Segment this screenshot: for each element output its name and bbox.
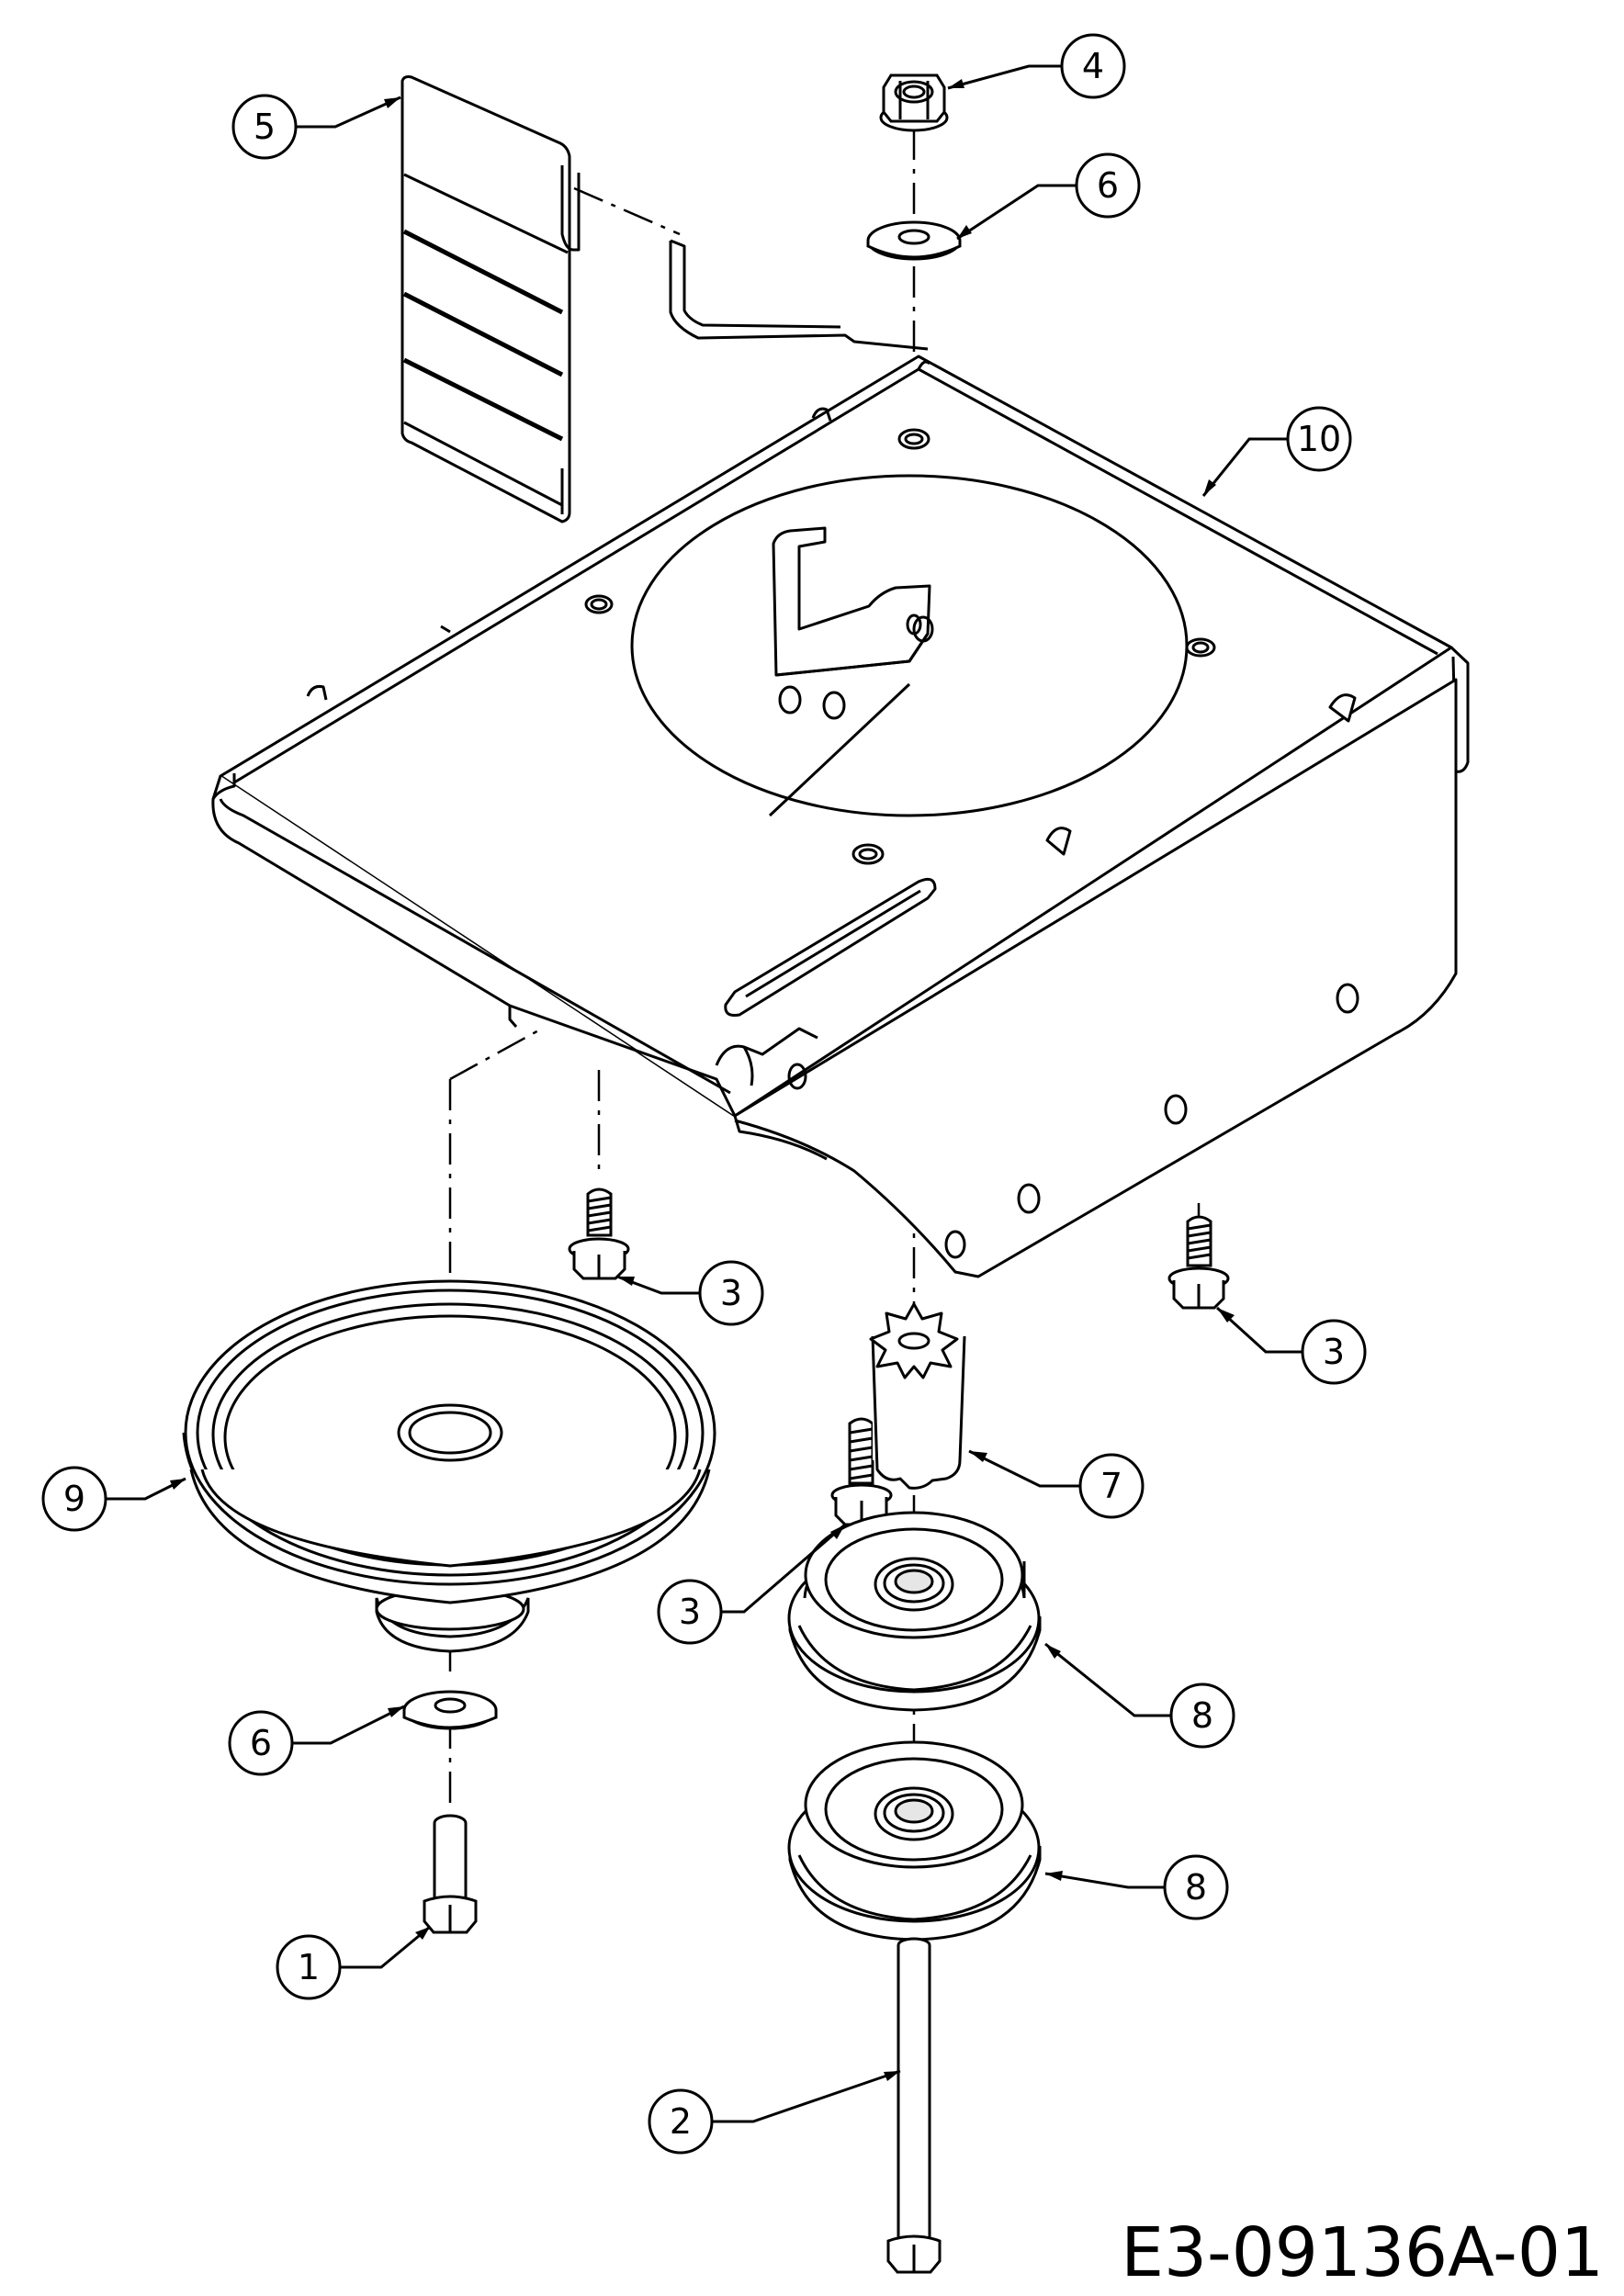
part-5-bracket-plate	[400, 75, 581, 523]
part-8-idler-pulley-upper	[787, 1511, 1042, 1712]
callout-4: 4	[947, 33, 1126, 99]
part-10-deck-housing	[211, 239, 1470, 1278]
callout-3b-label: 3	[1323, 1332, 1345, 1372]
callout-8b: 8	[1044, 1854, 1229, 1920]
callout-3b: 3	[1215, 1306, 1367, 1385]
callout-3c-label: 3	[679, 1592, 701, 1632]
callout-6a: 6	[956, 152, 1141, 241]
callout-1-label: 1	[298, 1947, 320, 1987]
part-6-washer-bottom	[402, 1690, 498, 1730]
callout-6b-label: 6	[250, 1723, 272, 1763]
part-8-idler-pulley-lower	[787, 1740, 1042, 1941]
callout-9-label: 9	[63, 1479, 85, 1519]
part-4-flange-nut	[879, 73, 949, 132]
callout-1: 1	[276, 1925, 431, 2000]
part-6-washer-top	[866, 220, 962, 261]
callout-5: 5	[231, 94, 401, 160]
callout-9: 9	[41, 1466, 186, 1532]
callout-2-label: 2	[670, 2101, 692, 2142]
callout-10: 10	[1201, 406, 1352, 497]
callout-5-label: 5	[254, 107, 276, 147]
callout-3a-label: 3	[720, 1273, 742, 1313]
part-1-shoulder-bolt	[423, 1814, 478, 1934]
callout-8b-label: 8	[1185, 1867, 1207, 1908]
callout-2: 2	[648, 2069, 901, 2155]
callout-6a-label: 6	[1097, 165, 1119, 206]
callout-8a: 8	[1044, 1642, 1235, 1749]
part-9-large-pulley	[182, 1279, 716, 1653]
callout-10-label: 10	[1297, 419, 1341, 459]
callout-3a: 3	[616, 1260, 764, 1326]
callout-4-label: 4	[1082, 46, 1104, 86]
drawing-code: E3-09136A-01	[1121, 2213, 1604, 2292]
callout-6b: 6	[228, 1705, 405, 1776]
part-3-bolt-left	[568, 1187, 630, 1280]
callout-7-label: 7	[1100, 1466, 1122, 1506]
part-3-bolt-right	[1167, 1215, 1230, 1310]
callout-8a-label: 8	[1191, 1695, 1213, 1736]
part-7-splined-gear	[869, 1302, 966, 1490]
part-2-long-bolt	[886, 1937, 942, 2274]
callout-7: 7	[968, 1449, 1145, 1519]
callout-3c: 3	[657, 1523, 846, 1645]
